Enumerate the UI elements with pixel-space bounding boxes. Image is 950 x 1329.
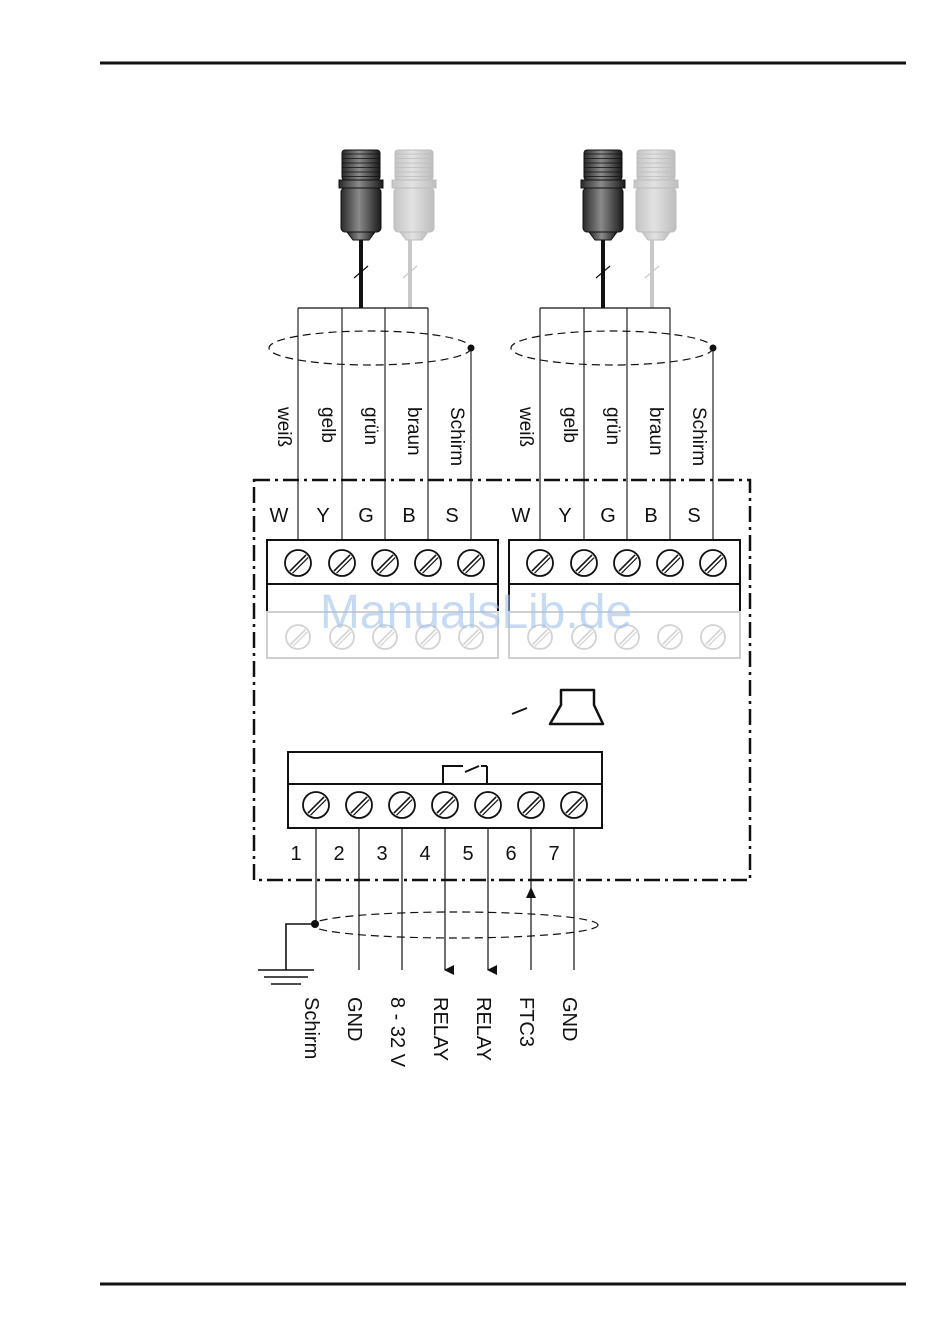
wire-label: grün xyxy=(602,407,623,445)
cable-shield-ellipse xyxy=(511,331,713,365)
signal-label: 8 - 32 V xyxy=(386,997,408,1068)
terminal-screw-icon xyxy=(700,550,726,576)
signal-label: RELAY xyxy=(429,997,451,1061)
signal-label: RELAY xyxy=(472,997,494,1061)
terminal-screw-icon xyxy=(527,550,553,576)
cable-shield-ellipse xyxy=(269,331,471,365)
terminal-screw-icon xyxy=(475,792,501,818)
wire-label: Schirm xyxy=(446,407,467,466)
terminal-screw-icon xyxy=(303,792,329,818)
terminal-screw-icon xyxy=(329,550,355,576)
terminal-number: 4 xyxy=(419,843,430,865)
terminal-letter: W xyxy=(512,505,531,527)
terminal-screw-icon xyxy=(518,792,544,818)
wire-label: weiß xyxy=(273,406,294,447)
terminal-letter: Y xyxy=(316,505,329,527)
terminal-letter: B xyxy=(402,505,415,527)
wire-label: gelb xyxy=(559,407,580,443)
shield-dot-bottom xyxy=(311,920,319,928)
terminal-letter: B xyxy=(644,505,657,527)
signal-label: FTC3 xyxy=(515,997,537,1047)
wire-label: grün xyxy=(360,407,381,445)
terminal-number: 1 xyxy=(290,843,301,865)
ground-symbol xyxy=(258,924,315,984)
sensor-connector-icon xyxy=(581,150,625,240)
terminal-screw-icon xyxy=(458,550,484,576)
terminal-number: 3 xyxy=(376,843,387,865)
terminal-screw-icon xyxy=(389,792,415,818)
terminal-letter: Y xyxy=(558,505,571,527)
terminal-screw-icon xyxy=(614,550,640,576)
terminal-screw-ghost-icon xyxy=(701,625,725,649)
terminal-number: 7 xyxy=(548,843,559,865)
terminal-screw-icon xyxy=(432,792,458,818)
terminal-screw-icon xyxy=(285,550,311,576)
sensor-connector-icon xyxy=(339,150,383,240)
terminal-number: 6 xyxy=(505,843,516,865)
terminal-screw-icon xyxy=(561,792,587,818)
wire-label: braun xyxy=(403,407,424,456)
sensor-connector-ghost-icon xyxy=(392,150,436,240)
signal-label: Schirm xyxy=(300,997,322,1059)
terminal-number: 2 xyxy=(333,843,344,865)
wire-label: braun xyxy=(645,407,666,456)
terminal-letter: G xyxy=(358,505,374,527)
terminal-screw-ghost-icon xyxy=(286,625,310,649)
terminal-screw-icon xyxy=(372,550,398,576)
mini-switch-symbol xyxy=(512,690,603,724)
sensor-connector-ghost-icon xyxy=(634,150,678,240)
input-arrow-icon xyxy=(526,887,536,898)
wire-label: gelb xyxy=(317,407,338,443)
terminal-letter: G xyxy=(600,505,616,527)
terminal-screw-icon xyxy=(571,550,597,576)
terminal-number: 5 xyxy=(462,843,473,865)
terminal-screw-icon xyxy=(415,550,441,576)
terminal-screw-icon xyxy=(346,792,372,818)
terminal-letter: S xyxy=(445,505,458,527)
wire-label: weiß xyxy=(515,406,536,447)
signal-label: GND xyxy=(343,997,365,1041)
signal-label: GND xyxy=(558,997,580,1041)
terminal-letter: W xyxy=(270,505,289,527)
wire-label: Schirm xyxy=(688,407,709,466)
terminal-screw-ghost-icon xyxy=(658,625,682,649)
terminal-screw-icon xyxy=(657,550,683,576)
cable-shield-ellipse-bottom xyxy=(312,912,598,938)
terminal-letter: S xyxy=(687,505,700,527)
watermark: ManualsLib.de xyxy=(320,586,632,639)
